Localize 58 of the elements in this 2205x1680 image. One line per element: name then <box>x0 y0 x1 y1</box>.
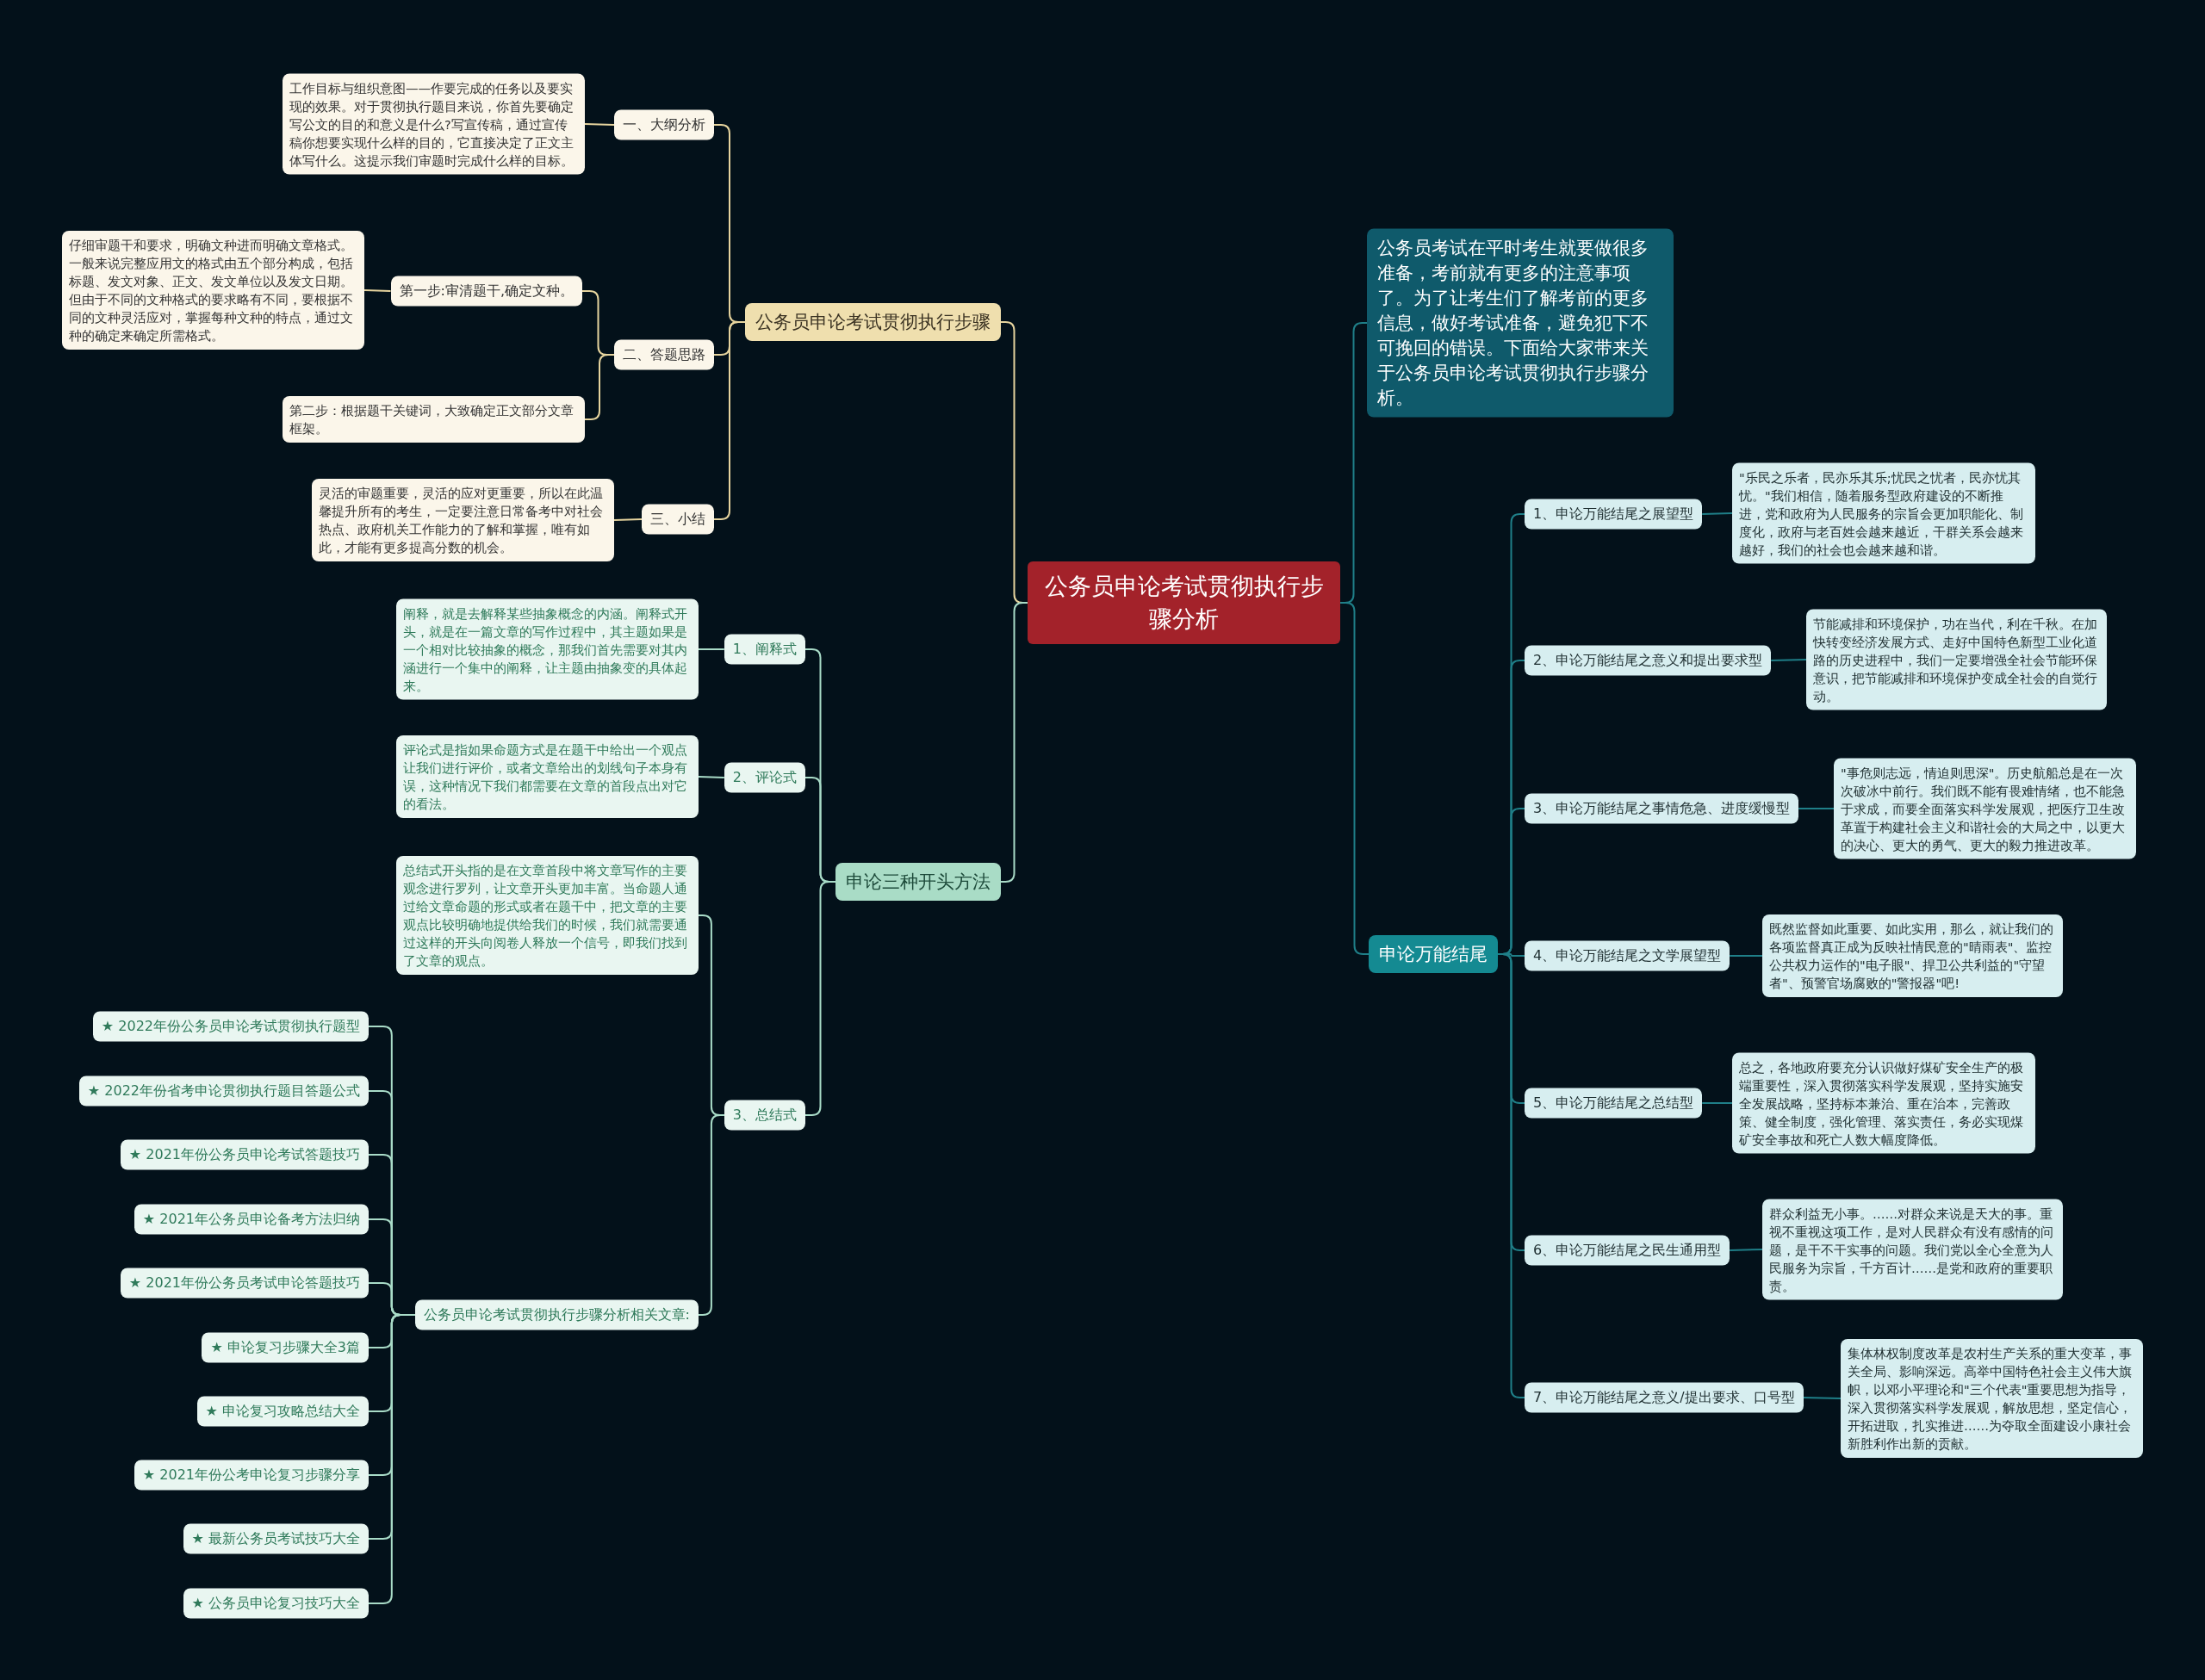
connector-line <box>1798 808 1835 809</box>
subtopic-box: 第一步:审清题干,确定文种。 <box>390 276 582 307</box>
note-box: 评论式是指如果命题方式是在题干中给出一个观点让我们进行评价，或者文章给出的划线句子本身有误，这种情况下我们都需要在文章的首段点出对它的看法。 <box>396 735 699 818</box>
article-link-item: ★ 2021年公务员申论备考方法归纳 <box>134 1204 369 1235</box>
subtopic-box: 2、评论式 <box>724 762 805 793</box>
note-box: 既然监督如此重要、如此实用，那么，就让我们的各项监督真正成为反映社情民意的"晴雨表"、监控公共权力运作的"电子眼"、捍卫公共利益的"守望者"、预警官场腐败的"警报器"吧! <box>1762 914 2063 997</box>
subtopic-box: 第二步：根据题干关键词，大致确定正文部分文章框架。 <box>283 396 585 443</box>
subtopic-box: 3、总结式 <box>724 1100 805 1131</box>
note-box: 总之，各地政府要充分认识做好煤矿安全生产的极端重要性，深入贯彻落实科学发展观，坚持实施安全发展战略，坚持标本兼治、重在治本，完善政策、健全制度，强化管理、落实责任，务必实现煤矿安全事故和死亡人数大幅度降低。 <box>1732 1052 2035 1154</box>
note-box: 集体林权制度改革是农村生产关系的重大变革，事关全局、影响深远。高举中国特色社会主义伟大旗帜，以邓小平理论和"三个代表"重要思想为指导，深入贯彻落实科学发展观，解放思想，坚定信心，开拓进取，扎实推进……为夺取全面建设小康社会新胜利作出新的贡献。 <box>1841 1339 2143 1458</box>
connector-line <box>1729 955 1763 957</box>
subtopic-box: 二、答题思路 <box>614 339 714 370</box>
article-link-item: ★ 2021年份公务员申论考试答题技巧 <box>120 1139 369 1170</box>
note-box: 节能减排和环境保护，功在当代，利在千秋。在加快转变经济发展方式、走好中国特色新型工业化道路的历史进程中，我们一定要增强全社会节能环保意识，把节能减排和环境保护变成全社会的自觉行动。 <box>1806 609 2107 710</box>
subtopic-box: 1、申论万能结尾之展望型 <box>1525 499 1703 530</box>
subtopic-box: 一、大纲分析 <box>614 109 714 140</box>
note-box: 群众利益无小事。……对群众来说是天大的事。重视不重视这项工作，是对人民群众有没有感情的问题，是干不干实事的问题。我们党以全心全意为人民服务为宗旨，千方百计……是党和政府的重要职责。 <box>1762 1199 2063 1300</box>
connector-line <box>1802 1397 1842 1399</box>
note-box: "事危则志远，情迫则思深"。历史航船总是在一次次破冰中前行。我们既不能有畏难情绪，也不能急于求成，而要全面落实科学发展观，把医疗卫生改革置于构建社会主义和谐社会的大局之中，以更大的决心、更大的勇气、更大的毅力推进改革。 <box>1834 758 2136 859</box>
connector-line <box>363 289 392 292</box>
article-link-item: ★ 2022年份公务员申论考试贯彻执行题型 <box>92 1011 369 1042</box>
article-link-item: ★ 2021年份公考申论复习步骤分享 <box>134 1460 369 1491</box>
article-link-item: ★ 公务员申论复习技巧大全 <box>183 1588 369 1619</box>
branch-topic: 申论万能结尾 <box>1369 935 1498 973</box>
branch-topic: 申论三种开头方法 <box>835 863 1001 901</box>
connector-line <box>1701 1102 1733 1104</box>
central-topic: 公务员申论考试贯彻执行步骤分析 <box>1028 561 1340 644</box>
subtopic-box: 2、申论万能结尾之意义和提出要求型 <box>1525 645 1772 676</box>
connector-line <box>698 776 725 778</box>
connector-line <box>613 518 643 521</box>
article-link-item: ★ 2021年份公务员考试申论答题技巧 <box>120 1268 369 1299</box>
connector-line <box>584 123 615 126</box>
article-list-heading: 公务员申论考试贯彻执行步骤分析相关文章: <box>414 1299 699 1330</box>
subtopic-box: 3、申论万能结尾之事情危急、进度缓慢型 <box>1525 793 1799 824</box>
note-box: 阐释，就是去解释某些抽象概念的内涵。阐释式开头，就是在一篇文章的写作过程中，其主题如果是一个相对比较抽象的概念，那我们首先需要对其内涵进行一个集中的阐释，让主题由抽象变的具体起来。 <box>396 598 699 700</box>
article-link-item: ★ 最新公务员考试技巧大全 <box>183 1523 369 1554</box>
subtopic-box: 6、申论万能结尾之民生通用型 <box>1525 1235 1730 1266</box>
note-box: "乐民之乐者，民亦乐其乐;忧民之忧者，民亦忧其忧。"我们相信，随着服务型政府建设的不断推进，党和政府为人民服务的宗旨会更加职能化、制度化，政府与老百姓会越来越近，干群关系会越来越好，我们的社会也会越来越和谐。 <box>1732 462 2035 564</box>
connector-line <box>1729 1249 1763 1251</box>
article-link-item: ★ 申论复习步骤大全3篇 <box>202 1332 369 1363</box>
article-link-item: ★ 2022年份省考申论贯彻执行题目答题公式 <box>78 1076 369 1107</box>
connector-line <box>713 321 746 520</box>
connector-line <box>804 881 836 1116</box>
note-box: 总结式开头指的是在文章首段中将文章写作的主要观念进行罗列，让文章开头更加丰富。当命题人通过给文章命题的形式或者在题干中，把文章的主要观点比较明确地提供给我们的时候，我们就需要通过这样的开头向阅卷人释放一个信号，即我们找到了文章的观点。 <box>396 856 699 975</box>
note-box: 仔细审题干和要求，明确文种进而明确文章格式。一般来说完整应用文的格式由五个部分构成，包括标题、发文对象、正文、发文单位以及发文日期。但由于不同的文种格式的要求略有不同，要根据不同的文种灵活应对，掌握每种文种的特点，通过文种的确定来确定所需格式。 <box>62 231 364 350</box>
branch-topic: 公务员申论考试贯彻执行步骤 <box>745 303 1001 341</box>
note-box: 工作目标与组织意图——作要完成的任务以及要实现的效果。对于贯彻执行题目来说，你首先要确定写公文的目的和意义是什么?写宣传稿，通过宣传稿你想要实现什么样的目的，它直接决定了正文主体写什么。这提示我们审题时完成什么样的目标。 <box>283 73 585 175</box>
connector-line <box>1701 512 1733 515</box>
article-link-item: ★ 申论复习攻略总结大全 <box>196 1396 369 1427</box>
intro-box: 公务员考试在平时考生就要做很多准备，考前就有更多的注意事项了。为了让考生们了解考前的更多信息，做好考试准备，避免犯下不可挽回的错误。下面给大家带来关于公务员申论考试贯彻执行步骤分析。 <box>1367 228 1674 418</box>
subtopic-box: 4、申论万能结尾之文学展望型 <box>1525 940 1730 971</box>
connector-line <box>1770 659 1807 661</box>
subtopic-box: 三、小结 <box>642 504 714 535</box>
subtopic-box: 1、阐释式 <box>724 634 805 665</box>
connector-line <box>698 648 725 650</box>
subtopic-box: 7、申论万能结尾之意义/提出要求、口号型 <box>1525 1382 1804 1413</box>
note-box: 灵活的审题重要，灵活的应对更重要，所以在此温馨提升所有的考生，一定要注意日常备考中对社会热点、政府机关工作能力的了解和掌握，唯有如此，才能有更多提高分数的机会。 <box>312 479 614 561</box>
subtopic-box: 5、申论万能结尾之总结型 <box>1525 1088 1703 1119</box>
